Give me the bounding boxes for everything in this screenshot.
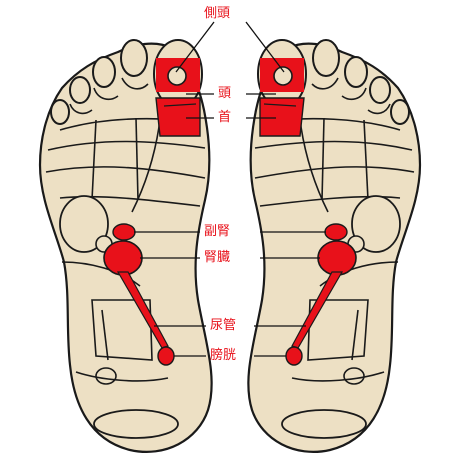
right-foot xyxy=(247,38,422,454)
label-ureter: 尿管 xyxy=(210,318,237,333)
left-foot xyxy=(38,38,213,454)
label-kidney: 腎臓 xyxy=(204,250,231,265)
label-adrenal: 副腎 xyxy=(204,224,231,239)
label-lateral-head: 側頭 xyxy=(204,6,231,21)
label-head: 頭 xyxy=(218,86,232,101)
label-neck: 首 xyxy=(218,110,232,125)
leader-lines xyxy=(134,21,326,357)
label-bladder: 膀胱 xyxy=(210,348,237,363)
